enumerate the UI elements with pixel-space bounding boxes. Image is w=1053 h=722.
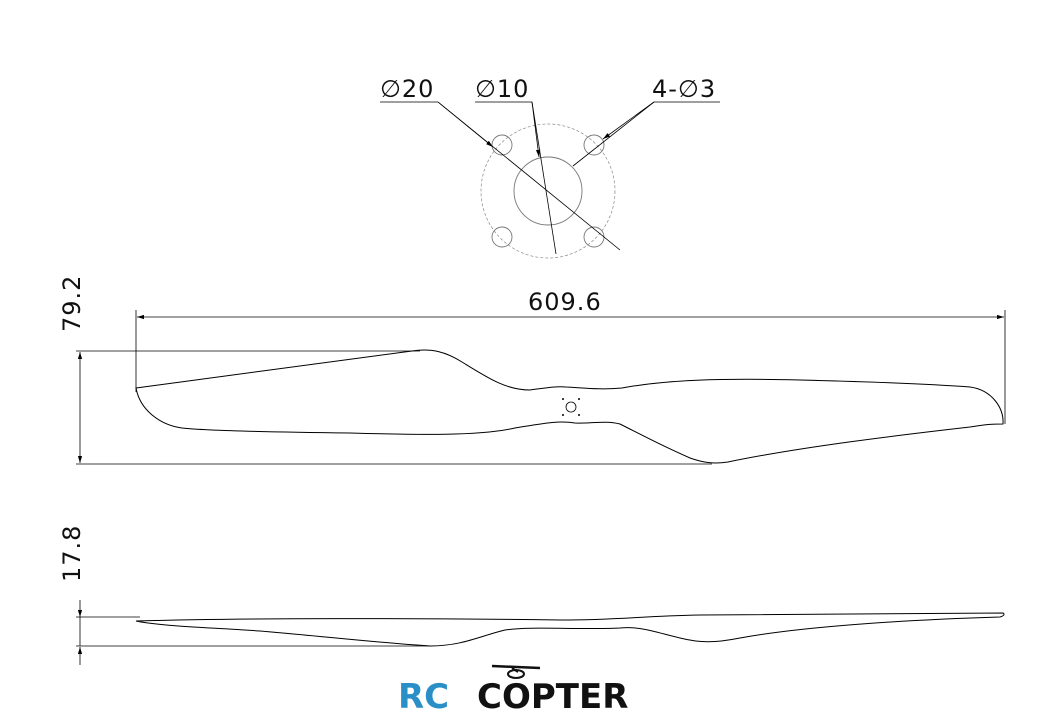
blade-outline-top [135,349,1004,464]
bolt-circle [480,123,616,259]
length-label: 609.6 [528,288,602,316]
leader-inner-diameter [475,101,557,255]
helicopter-icon [491,664,541,679]
logo-rc-text: RC [398,677,449,717]
bolt-hole-top-right [583,134,605,156]
bolt-holes-label: 4-∅3 [652,75,716,103]
inner-diameter-label: ∅10 [475,75,529,103]
leader-outer-diameter [380,101,621,251]
center-bore [513,156,583,226]
rc-copter-logo: RC COPTER [398,664,628,717]
hub-detail-view: ∅20 ∅10 4-∅3 [380,75,720,259]
top-view: 609.6 79.2 [58,275,1006,465]
leader-bolt-holes [572,101,720,167]
width-label: 79.2 [58,275,86,332]
hub-center-mark [565,401,577,413]
bolt-hole-bottom-left [491,226,513,248]
bolt-hole-bottom-right [583,226,605,248]
outer-diameter-label: ∅20 [380,75,434,103]
thickness-label: 17.8 [58,525,86,582]
blade-outline-side [135,612,1005,647]
bolt-hole-top-left [491,134,513,156]
logo-copter-text: COPTER [477,677,628,717]
side-view: 17.8 [58,525,1005,665]
